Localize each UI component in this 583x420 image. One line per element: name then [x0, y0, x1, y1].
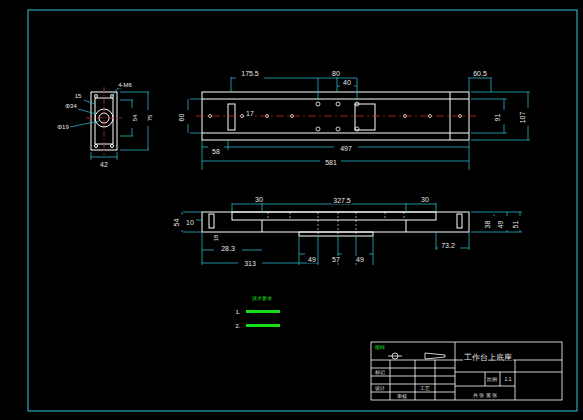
dimension-text: 30	[420, 196, 430, 203]
dimension-text: 107	[520, 110, 527, 124]
title-block-cell: 图样	[374, 345, 386, 350]
dimension-text: Φ34	[64, 103, 77, 109]
dimension-text: 49	[497, 219, 504, 229]
dimension-text: 175.5	[240, 70, 260, 77]
drawing-title: 工作台上底座	[463, 354, 513, 362]
dimension-text: 58	[211, 148, 221, 155]
dimension-text: 313	[243, 260, 257, 267]
dimension-text: 10	[185, 219, 195, 226]
dimension-text: 38	[484, 219, 491, 229]
dimension-text: 497	[339, 145, 353, 152]
dimension-text: 49	[307, 256, 317, 263]
dimension-text: 4-M6	[117, 82, 133, 88]
dimension-text: 80	[331, 70, 341, 77]
dimension-text: 49	[355, 256, 365, 263]
dimension-text: 15	[74, 93, 83, 99]
title-block-cell: 设计	[374, 386, 386, 391]
title-block-cell: 比例	[486, 377, 498, 382]
dimension-text: 28.3	[220, 245, 236, 252]
dimension-text: 60.5	[472, 70, 488, 77]
dimension-text: 75	[147, 114, 153, 123]
dimension-text: 57	[331, 256, 341, 263]
dimension-text: 30	[254, 196, 264, 203]
dimension-text: 327.5	[332, 197, 352, 204]
note-text: 1.	[234, 309, 241, 315]
dimension-text: 581	[324, 159, 338, 166]
dimension-text: 73.2	[440, 242, 456, 249]
title-block-cell: 标记	[374, 370, 386, 375]
dimension-text: Φ19	[56, 124, 69, 130]
dimension-text: 60	[178, 112, 185, 122]
note-text: 2.	[234, 323, 241, 329]
dimension-text: 51	[512, 219, 519, 229]
title-block-cell: 工艺	[419, 386, 431, 391]
title-block-cell: 1:1	[504, 377, 513, 382]
dimension-text: 17	[245, 110, 255, 117]
dimension-text: 54	[132, 114, 138, 123]
dimension-text: 18	[213, 234, 219, 243]
dimension-text: 91	[494, 112, 501, 122]
note-text: 技术要求	[251, 296, 273, 301]
dimension-text: 40	[342, 79, 352, 86]
title-block-cell: 审核	[396, 394, 408, 399]
dimension-text: 54	[173, 217, 180, 227]
dimension-text: 42	[99, 161, 109, 168]
title-block-cell: 共 张 第 张	[472, 393, 498, 398]
